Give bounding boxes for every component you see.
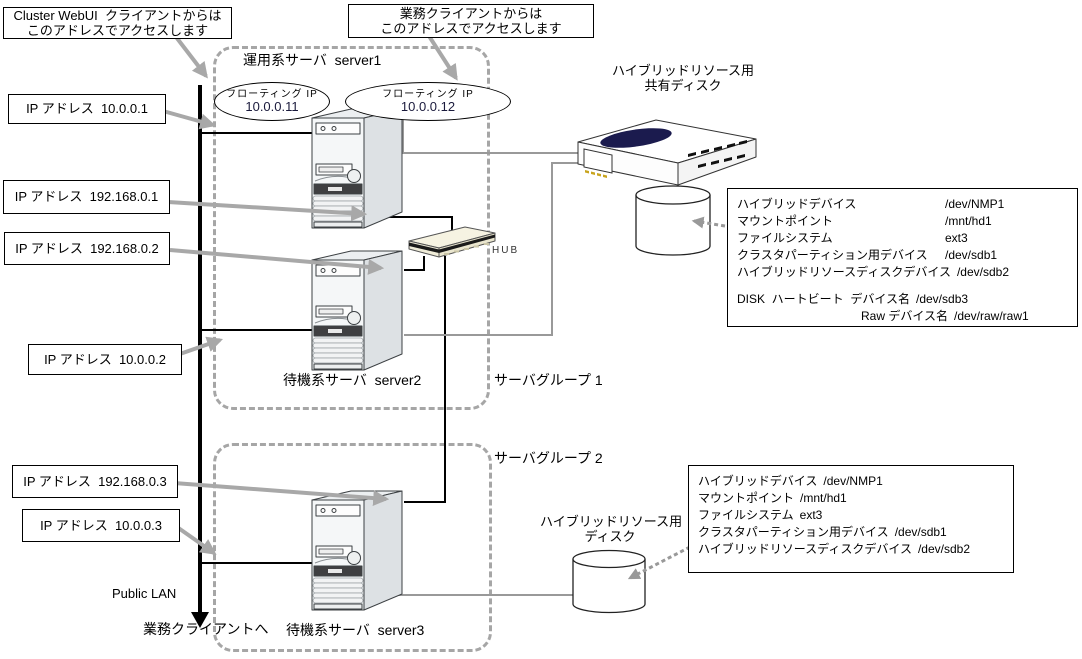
shared-disk-label: ハイブリッドリソース用 共有ディスク [605,63,761,94]
config-label: ハイブリッドリソースディスクデバイス [698,542,912,556]
disk-heartbeat-row: DISK ハートビート デバイス名/dev/sdb3 [737,291,1068,308]
config-value: /dev/sdb1 [945,248,998,262]
arrow-webui-to-fip1 [171,31,208,79]
config-value: /dev/raw/raw1 [953,309,1029,323]
config-row: ファイルシステム ext3 [737,230,1068,247]
config-label: ハイブリッドリソースディスクデバイス [737,265,951,279]
to-business-clients-label: 業務クライアントへ [143,621,269,637]
server2-label: 待機系サーバ server2 [283,372,422,388]
server2-tower-icon [311,250,403,371]
config-label: ハイブリッドデバイス [737,197,857,211]
config-value: /dev/sdb3 [916,292,969,306]
config-row: ハイブリッドデバイス/dev/NMP1 [737,196,1068,213]
ip-box-192-168-0-1: IP アドレス 192.168.0.1 [3,180,170,214]
shared-disk-label-line2: 共有ディスク [644,77,722,93]
ip-box-192-168-0-3: IP アドレス 192.168.0.3 [12,465,178,498]
config-row: マウントポイント/mnt/hd1 [698,490,1004,507]
config-label: ファイルシステム [737,231,833,245]
config-value: /dev/sdb1 [894,525,947,539]
ip-box-10-0-0-1: IP アドレス 10.0.0.1 [8,94,166,124]
floating-ip-2-label: フローティング IP [382,88,474,100]
config-value: /dev/sdb2 [956,265,1010,279]
shared-disk-icon [577,119,757,186]
server-group-1-label: サーバグループ 1 [494,372,603,388]
config-label: Raw デバイス名 [861,309,948,323]
server-group-2-label: サーバグループ 2 [494,450,603,466]
public-lan-label: Public LAN [112,586,177,601]
config-value: /mnt/hd1 [800,491,847,505]
ip-box-10-0-0-3: IP アドレス 10.0.0.3 [22,509,180,542]
config-label: ハイブリッドデバイス [698,474,818,488]
config-label: ファイルシステム [698,508,794,522]
config-label: クラスタパーティション用デバイス [698,525,889,539]
callout-webui-line2: このアドレスでアクセスします [26,23,209,38]
config-value: /dev/sdb2 [917,542,971,556]
server3-label: 待機系サーバ server3 [286,622,425,638]
config-row: ハイブリッドリソースディスクデバイス/dev/sdb2 [737,264,1068,281]
shared-disk-label-line1: ハイブリッドリソース用 [611,63,755,78]
config-label: DISK ハートビート デバイス名 [737,292,910,306]
ip-box-10-0-0-2: IP アドレス 10.0.0.2 [28,344,182,375]
floating-ip-2-ellipse: フローティング IP 10.0.0.12 [345,82,511,121]
floating-ip-1-ellipse: フローティング IP 10.0.0.11 [214,82,330,121]
info-box-shared-disk: ハイブリッドデバイス/dev/NMP1 マウントポイント/mnt/hd1 ファイ… [727,188,1078,327]
server1-label: 運用系サーバ server1 [243,52,382,68]
config-row: クラスタパーティション用デバイス/dev/sdb1 [698,524,1004,541]
raw-device-row: Raw デバイス名/dev/raw/raw1 [737,308,1068,325]
floating-ip-1-address: 10.0.0.11 [245,98,299,114]
config-row: クラスタパーティション用デバイス/dev/sdb1 [737,247,1068,264]
floating-ip-1-label: フローティング IP [226,88,318,100]
hub-label: HUB [492,245,520,256]
config-label: マウントポイント [698,491,795,505]
server1-tower-icon [311,108,403,229]
config-value: /dev/NMP1 [945,197,1005,211]
config-label: クラスタパーティション用デバイス [737,248,928,262]
callout-client-line1: 業務クライアントからは [399,5,543,21]
info-box-hybrid-disk: ハイブリッドデバイス/dev/NMP1 マウントポイント/mnt/hd1 ファイ… [688,465,1014,573]
hybrid-disk-label-line2: ディスク [584,528,636,544]
hybrid-disk-label: ハイブリッドリソース用 ディスク [540,514,683,545]
config-row: マウントポイント/mnt/hd1 [737,213,1068,230]
hybrid-disk-label-line1: ハイブリッドリソース用 [540,514,683,529]
config-row: ハイブリッドデバイス/dev/NMP1 [698,473,1004,490]
arrow-ip3-to-server3 [175,525,217,555]
arrow-ip1-to-server1 [162,109,217,130]
config-value: /dev/NMP1 [823,474,883,488]
config-value: ext3 [799,508,823,522]
callout-webui: Cluster WebUI クライアントからは このアドレスでアクセスします [3,7,232,39]
shared-disk-cylinder-icon [635,185,711,256]
config-row: ファイルシステム ext3 [698,507,1004,524]
config-value: ext3 [945,231,968,245]
ip-box-192-168-0-2: IP アドレス 192.168.0.2 [4,232,170,265]
config-row: ハイブリッドリソースディスクデバイス/dev/sdb2 [698,541,1004,558]
callout-client-line2: このアドレスでアクセスします [380,21,562,36]
callout-webui-line1: Cluster WebUI クライアントからは [13,7,222,23]
server3-tower-icon [311,490,403,611]
hybrid-disk-cylinder-icon [572,549,646,614]
hub-icon [408,226,496,258]
config-value: /mnt/hd1 [945,214,992,228]
config-label: マウントポイント [737,214,834,228]
callout-client: 業務クライアントからは このアドレスでアクセスします [348,4,594,38]
floating-ip-2-address: 10.0.0.12 [400,98,456,114]
